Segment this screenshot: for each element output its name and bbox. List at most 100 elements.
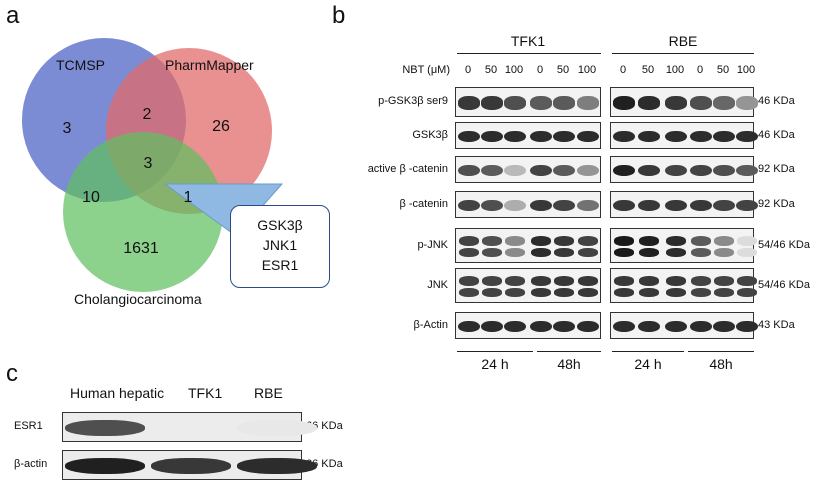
venn-region-all-three: 3 — [143, 155, 153, 172]
panel-label-a: a — [6, 2, 20, 29]
band — [737, 276, 757, 286]
blot-strip — [610, 156, 758, 183]
band — [713, 199, 735, 212]
band — [505, 288, 525, 297]
lane-tfk1: TFK1 — [188, 385, 223, 401]
band — [553, 130, 575, 143]
blot-strip-c — [62, 450, 317, 480]
band — [736, 96, 758, 110]
band — [578, 276, 598, 286]
kda-label: 46 KDa — [758, 95, 795, 107]
dose-label: 100 — [736, 64, 756, 76]
band — [713, 96, 735, 110]
blot-strip — [455, 268, 601, 303]
band — [665, 130, 687, 143]
band — [237, 420, 317, 436]
blot-strip — [455, 87, 601, 117]
blot-strip — [610, 87, 758, 117]
protein-label: active β -catenin — [367, 162, 448, 175]
time-label-2: 48h — [557, 356, 581, 372]
band — [458, 164, 480, 177]
band — [690, 96, 712, 110]
band — [613, 164, 635, 177]
venn-region-tcmsp-only: 3 — [62, 120, 72, 137]
band — [481, 164, 503, 177]
venn-region-chol-only: 1631 — [123, 240, 159, 257]
venn-label-tcmsp: TCMSP — [56, 57, 105, 73]
kda-label: 43 KDa — [758, 318, 795, 331]
band — [504, 96, 526, 110]
band — [504, 130, 526, 143]
protein-label-c: β-actin — [14, 458, 48, 470]
dose-label: 50 — [641, 64, 655, 76]
panel-label-c: c — [6, 360, 18, 387]
band — [554, 236, 574, 246]
band — [614, 248, 634, 257]
kda-label: 92 KDa — [758, 197, 795, 210]
band — [554, 276, 574, 286]
band — [639, 248, 659, 257]
band — [530, 130, 552, 143]
band — [578, 236, 598, 246]
time-label-4: 48h — [709, 356, 733, 372]
band — [531, 248, 551, 257]
lane-human-hepatic: Human hepatic — [70, 385, 165, 401]
blot-strip — [610, 122, 758, 149]
band — [578, 248, 598, 257]
protein-label: β-Actin — [413, 318, 448, 331]
dose-label: 0 — [464, 64, 472, 76]
band — [737, 248, 757, 257]
band — [690, 199, 712, 212]
dose-label: 100 — [504, 64, 524, 76]
band — [553, 320, 575, 333]
band — [553, 96, 575, 110]
dose-label: 50 — [556, 64, 570, 76]
protein-label-c: ESR1 — [14, 420, 43, 432]
blot-strip — [455, 191, 601, 218]
venn-region-tcmsp-chol: 10 — [82, 189, 100, 206]
blot-strip — [455, 122, 601, 149]
band — [638, 130, 660, 143]
band — [737, 236, 757, 246]
band — [459, 236, 479, 246]
band — [554, 248, 574, 257]
band — [665, 199, 687, 212]
band — [691, 236, 711, 246]
band — [666, 248, 686, 257]
callout-gene-2: JNK1 — [262, 237, 298, 253]
blot-strip — [455, 228, 601, 263]
dose-label: 50 — [484, 64, 498, 76]
band — [713, 130, 735, 143]
venn-region-tcmsp-pharm: 2 — [142, 106, 152, 123]
band — [665, 96, 687, 110]
venn-label-pharmmapper: PharmMapper — [165, 57, 254, 73]
protein-label: β -catenin — [399, 197, 448, 210]
lane-rbe: RBE — [254, 385, 283, 401]
band — [713, 164, 735, 177]
dose-label: 0 — [619, 64, 627, 76]
blot-strip — [455, 156, 601, 183]
band — [638, 320, 660, 333]
callout-gene-1: GSK3β — [257, 217, 303, 233]
kda-label: 92 KDa — [758, 162, 795, 175]
band — [554, 288, 574, 297]
band — [65, 420, 145, 436]
band — [665, 164, 687, 177]
band — [530, 199, 552, 212]
band — [482, 276, 502, 286]
band — [736, 164, 758, 177]
venn-diagram — [22, 38, 284, 292]
blot-strip-c — [62, 412, 317, 442]
dose-label: 0 — [696, 64, 704, 76]
band — [504, 164, 526, 177]
band — [481, 320, 503, 333]
band — [613, 130, 635, 143]
band — [736, 130, 758, 143]
protein-label: JNK — [427, 278, 448, 291]
panel-label-b: b — [332, 2, 346, 29]
kda-label: 54/46 KDa — [758, 238, 810, 251]
band — [504, 320, 526, 333]
venn-region-pharm-chol: 1 — [183, 189, 193, 206]
band — [577, 130, 599, 143]
band — [691, 288, 711, 297]
